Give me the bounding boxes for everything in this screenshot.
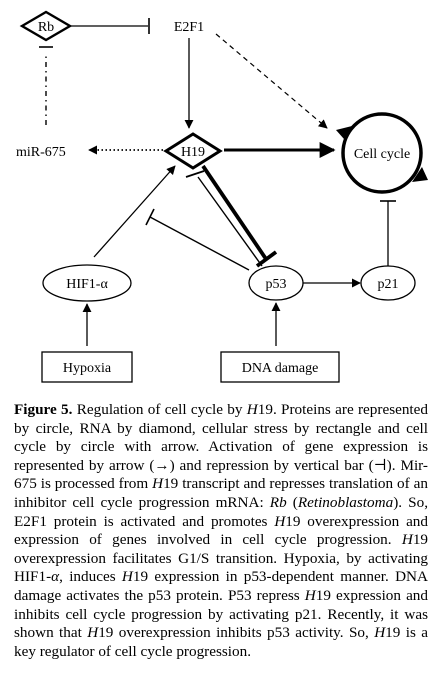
e2f1-node: E2F1 xyxy=(174,20,204,35)
hif1a-to-h19-edge xyxy=(93,165,176,258)
cell-cycle-node: Cell cycle xyxy=(336,112,428,194)
caption-segment: , induces xyxy=(59,568,122,586)
caption-segment: H xyxy=(152,475,164,493)
p53-inhibits-hif1a-h19-edge xyxy=(145,208,250,271)
caption-segment: 19 expression in p53-dependent manner. D… xyxy=(14,568,428,604)
p21-node: p21 xyxy=(360,265,416,301)
p53-node: p53 xyxy=(248,265,304,301)
e2f1-label: E2F1 xyxy=(174,20,204,35)
rb-inhibits-e2f1-edge xyxy=(71,18,150,34)
mir675-inhibits-rb-edge xyxy=(39,46,53,125)
caption-segment: Regulation of cell cycle by xyxy=(72,401,247,418)
caption-segment: H xyxy=(87,624,99,642)
caption-segment: H xyxy=(401,531,413,549)
dna-damage-label: DNA damage xyxy=(242,361,319,376)
hypoxia-label: Hypoxia xyxy=(63,361,112,376)
hif1a-node: HIF1-α xyxy=(42,264,132,302)
hypoxia-node: Hypoxia xyxy=(41,351,133,383)
cell-cycle-arrowhead-top xyxy=(336,126,352,139)
h19-inhibits-p53-edge xyxy=(201,164,278,268)
caption-segment: 19 transcript and represses translation … xyxy=(14,475,428,511)
caption-segment: 19 overexpression inhibits p53 activity.… xyxy=(98,624,375,642)
p21-inhibits-cell-cycle-edge xyxy=(380,200,396,266)
rb-label: Rb xyxy=(38,20,54,35)
h19-node: H19 xyxy=(163,132,223,170)
mir675-node: miR-675 xyxy=(16,145,66,160)
p53-label: p53 xyxy=(266,277,287,292)
caption-segment: 19 overexpression facilitates G1/S trans… xyxy=(14,531,428,586)
cell-cycle-label: Cell cycle xyxy=(354,147,410,162)
caption-segment: ( xyxy=(286,493,298,511)
h19-label: H19 xyxy=(181,145,205,160)
rb-node: Rb xyxy=(19,10,73,42)
caption-segment: ). So, E2F1 protein is activated and pro… xyxy=(14,493,428,530)
caption-segment: H xyxy=(304,586,316,604)
dna-damage-node: DNA damage xyxy=(220,351,340,383)
caption-segment: H xyxy=(121,568,133,586)
e2f1-to-cell-cycle-edge xyxy=(215,33,328,129)
caption-segment: H xyxy=(374,624,386,642)
caption-segment: 19 expression and inhibits cell cycle pr… xyxy=(14,586,428,642)
cell-cycle-regulation-diagram: Rb E2F1 miR-675 H19 Cell cycle xyxy=(16,10,428,383)
caption-segment: 19. Proteins are represented by circle, … xyxy=(14,401,428,493)
caption-segment: 19 overexpression and expression of gene… xyxy=(14,512,428,549)
hif1a-label: HIF1-α xyxy=(66,277,108,292)
figure-label: Figure 5. xyxy=(14,401,73,418)
caption-body: Regulation of cell cycle by H19. Protein… xyxy=(14,401,428,660)
caption-segment: H xyxy=(274,512,286,530)
caption-segment: α xyxy=(51,568,60,586)
p53-inhibits-h19-edge xyxy=(185,170,263,267)
cell-cycle-arrowhead-bottom xyxy=(412,167,428,182)
figure-caption: Figure 5. Regulation of cell cycle by H1… xyxy=(14,401,428,661)
p21-label: p21 xyxy=(378,277,399,292)
caption-segment: 19 is a key regulator of cell cycle prog… xyxy=(14,624,428,660)
caption-segment: H xyxy=(246,401,258,418)
caption-segment: Rb xyxy=(269,493,287,511)
caption-segment: Retinoblastoma xyxy=(297,493,394,511)
